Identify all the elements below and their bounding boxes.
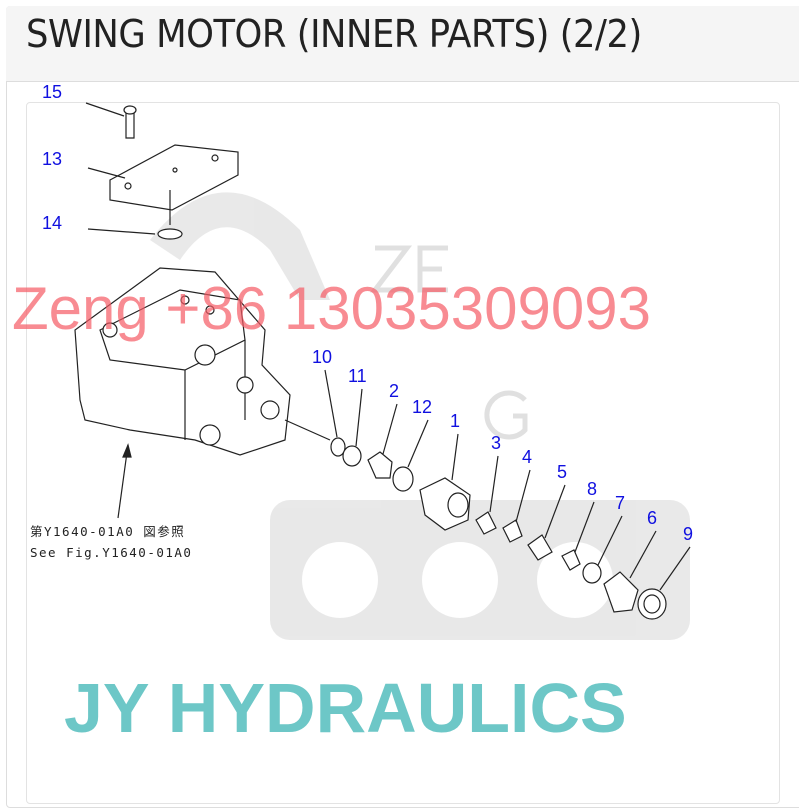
logo-letters	[369, 245, 528, 440]
part-label-15: 15	[42, 82, 63, 102]
page-title: SWING MOTOR (INNER PARTS) (2/2)	[26, 12, 642, 56]
logo-watermark	[150, 192, 690, 640]
parts-diagram	[74, 102, 691, 640]
part-label-11: 11	[348, 366, 367, 386]
part-label-1: 1	[450, 411, 461, 431]
phone-watermark: Zeng +86 13035309093	[12, 275, 651, 342]
part-label-5: 5	[557, 462, 568, 482]
panel-header	[6, 6, 799, 82]
caption-english: See Fig.Y1640-01A0	[30, 545, 193, 560]
part-label-3: 3	[491, 433, 502, 453]
part-label-2: 2	[389, 381, 400, 401]
part-label-4: 4	[522, 447, 533, 467]
brand-watermark: JY HYDRAULICS	[64, 669, 627, 747]
part-label-13: 13	[42, 149, 63, 169]
exploded-view-drawing	[74, 102, 691, 620]
part-label-8: 8	[587, 479, 598, 499]
part-label-7: 7	[615, 493, 626, 513]
part-label-6: 6	[647, 508, 658, 528]
part-label-12: 12	[412, 397, 433, 417]
part-label-9: 9	[683, 524, 694, 544]
caption-japanese: 第Y1640-01A0 図参照	[30, 524, 186, 539]
part-label-10: 10	[312, 347, 333, 367]
part-label-14: 14	[42, 213, 63, 233]
